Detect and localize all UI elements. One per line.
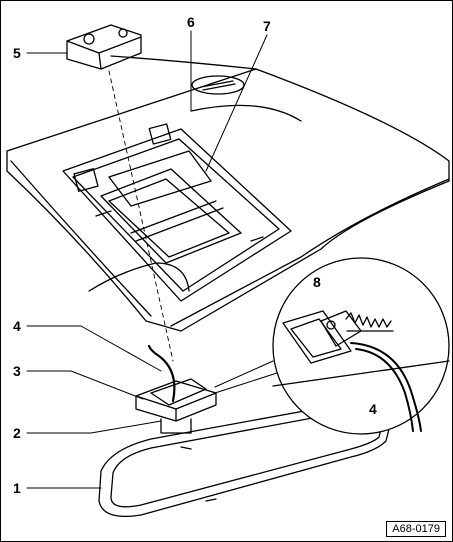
assembly-axis-line — [108, 70, 174, 362]
wire-harness — [88, 262, 190, 292]
retaining-clip-part — [66, 24, 142, 70]
detail-magnified-view — [214, 257, 450, 435]
mirror-mount-base — [135, 378, 217, 434]
roof-headliner-panel — [6, 55, 450, 332]
callout-4-left: 4 — [13, 318, 21, 334]
rear-view-mirror — [98, 396, 395, 518]
callout-3: 3 — [13, 363, 21, 379]
console-component — [108, 150, 212, 207]
mirror-cable — [147, 344, 176, 403]
callout-8: 8 — [313, 274, 321, 290]
callout-7: 7 — [263, 18, 271, 34]
figure-reference-code: A68-0179 — [386, 521, 446, 537]
callout-5: 5 — [13, 45, 21, 61]
callout-2: 2 — [13, 425, 21, 441]
roof-vent-slot — [191, 75, 245, 95]
callout-1: 1 — [13, 480, 21, 496]
console-frame — [62, 123, 292, 302]
callout-6: 6 — [187, 14, 195, 30]
callout-4-detail: 4 — [369, 401, 377, 417]
